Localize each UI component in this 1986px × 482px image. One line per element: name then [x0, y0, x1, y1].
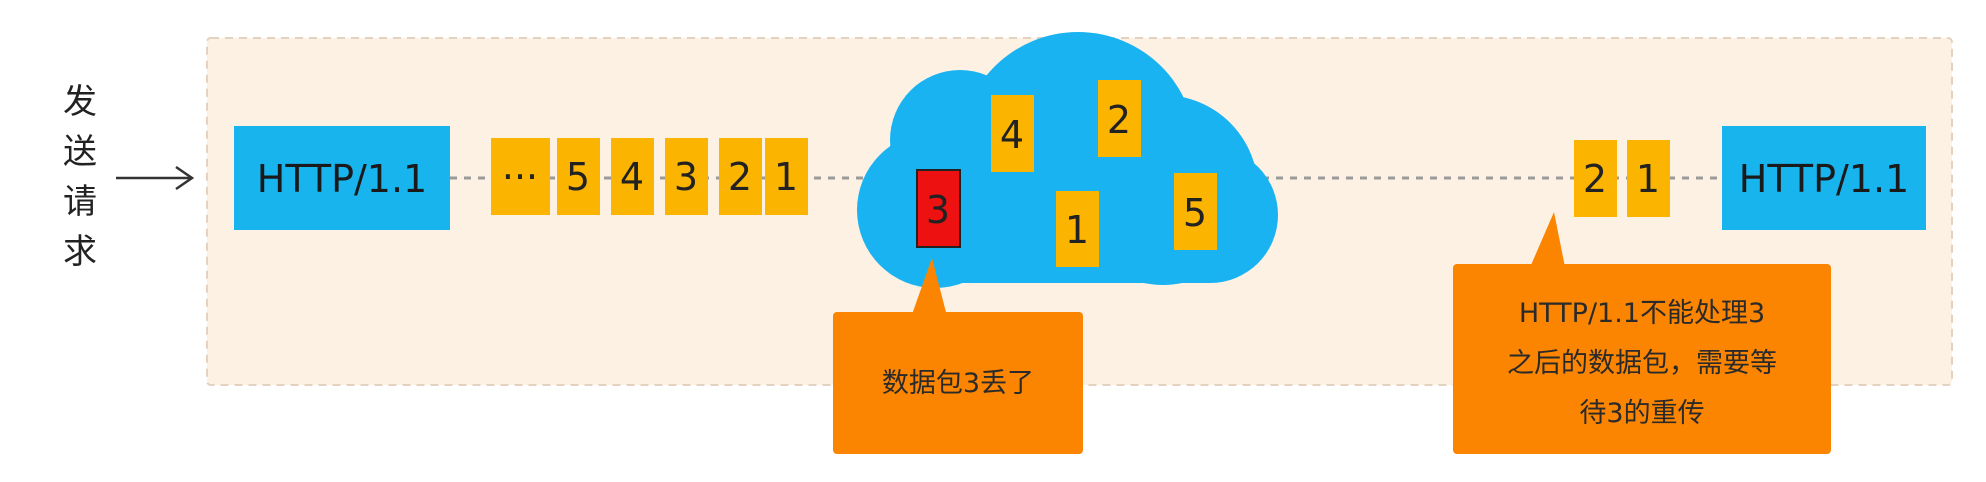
ellipsis-box: ···	[491, 138, 550, 215]
queued-packet-label: 2	[728, 155, 752, 199]
cloud-packet-label: 5	[1183, 191, 1207, 235]
receiver-http-box: HTTP/1.1	[1722, 126, 1926, 230]
cloud-packet-label: 4	[1000, 113, 1024, 157]
queued-packet-label: 5	[566, 155, 590, 199]
cloud-packet-label: 2	[1107, 98, 1131, 142]
network-cloud	[857, 32, 1278, 288]
send-label-char: 求	[63, 232, 97, 272]
queued-packet: 4	[611, 138, 654, 215]
queued-packet-label: 1	[774, 155, 798, 199]
ellipsis-label: ···	[502, 155, 538, 199]
lost-packet-label: 3	[926, 188, 950, 232]
receiver-http-label: HTTP/1.1	[1739, 157, 1909, 201]
received-packet-label: 2	[1583, 157, 1607, 201]
blocked-note-line: 待3的重传	[1579, 398, 1704, 429]
queued-packet-label: 3	[674, 155, 698, 199]
send-request-label: 发 送 请 求	[63, 82, 97, 272]
lost-packet-note: 数据包3丢了	[882, 368, 1034, 399]
queued-packet-label: 4	[620, 155, 644, 199]
cloud-packet: 1	[1056, 191, 1099, 267]
blocked-callout: HTTP/1.1不能处理3 之后的数据包，需要等 待3的重传	[1453, 212, 1831, 454]
received-packet: 1	[1627, 140, 1670, 217]
queued-packet: 5	[557, 138, 600, 215]
sender-http-box: HTTP/1.1	[234, 126, 450, 230]
lost-packet: 3	[916, 169, 961, 248]
queued-packet: 1	[765, 138, 808, 215]
cloud-packet: 5	[1174, 173, 1217, 250]
cloud-packet-label: 1	[1065, 208, 1089, 252]
cloud-packet: 4	[991, 95, 1034, 172]
blocked-note-line: HTTP/1.1不能处理3	[1519, 298, 1765, 329]
blocked-note-line: 之后的数据包，需要等	[1507, 348, 1777, 379]
cloud-packet: 2	[1098, 80, 1141, 157]
arrow-right-icon	[116, 165, 195, 191]
send-label-char: 送	[63, 132, 97, 172]
send-label-char: 请	[63, 182, 97, 222]
received-packet-label: 1	[1636, 157, 1660, 201]
sender-http-label: HTTP/1.1	[257, 157, 427, 201]
send-label-char: 发	[63, 82, 97, 122]
queued-packet: 3	[665, 138, 708, 215]
lost-packet-callout: 数据包3丢了	[833, 258, 1083, 454]
queued-packet: 2	[719, 138, 762, 215]
received-packet: 2	[1574, 140, 1617, 217]
